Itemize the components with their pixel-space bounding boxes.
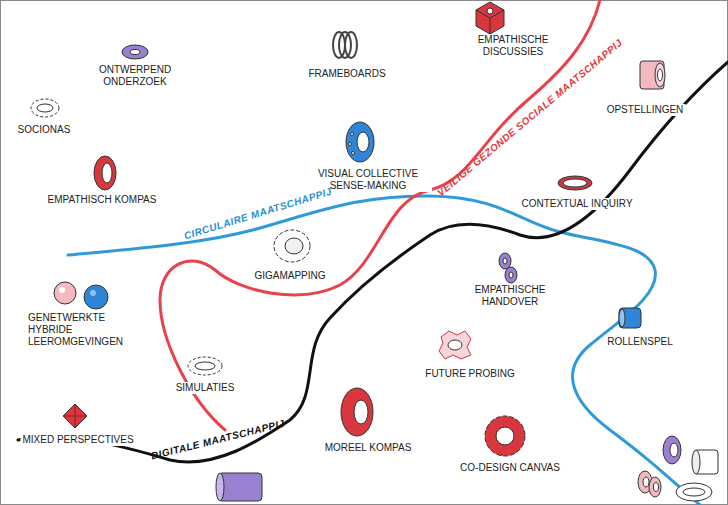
red-river [160,0,600,430]
method-label: ONTWERPEND ONDERZOEK [88,64,182,88]
method-label: CO-DESIGN CANVAS [458,462,562,474]
method-label: EMPATHISCHE DISCUSSIES [468,34,558,58]
method-label: EMPATHISCH KOMPAS [46,194,159,206]
black-river [18,62,728,462]
method-label: SOCIONAS [16,124,73,136]
blue-river [68,196,700,505]
icons [31,2,718,501]
method-label: GENETWERKTE HYBRIDE LEEROMGEVINGEN [26,312,138,348]
river-label: DIGITALE MAATSCHAPPIJ [148,417,288,463]
method-label: GIGAMAPPING [252,270,327,282]
method-label: MIXED PERSPECTIVES [20,434,135,446]
river-label: VEILIGE GEZONDE SOCIALE MAATSCHAPPIJ [434,36,627,201]
method-label: OPSTELLINGEN [605,104,686,116]
river-label: CIRCULAIRE MAATSCHAPPIJ [181,185,336,243]
method-label: FUTURE PROBING [423,368,516,380]
method-label: ROLLENSPEL [605,336,675,348]
method-label: MOREEL KOMPAS [323,442,414,454]
method-label: EMPATHISCHE HANDOVER [465,284,555,308]
method-label: SIMULATIES [174,382,237,394]
method-label: CONTEXTUAL INQUIRY [519,198,634,210]
method-label: FRAMEBOARDS [306,68,387,80]
